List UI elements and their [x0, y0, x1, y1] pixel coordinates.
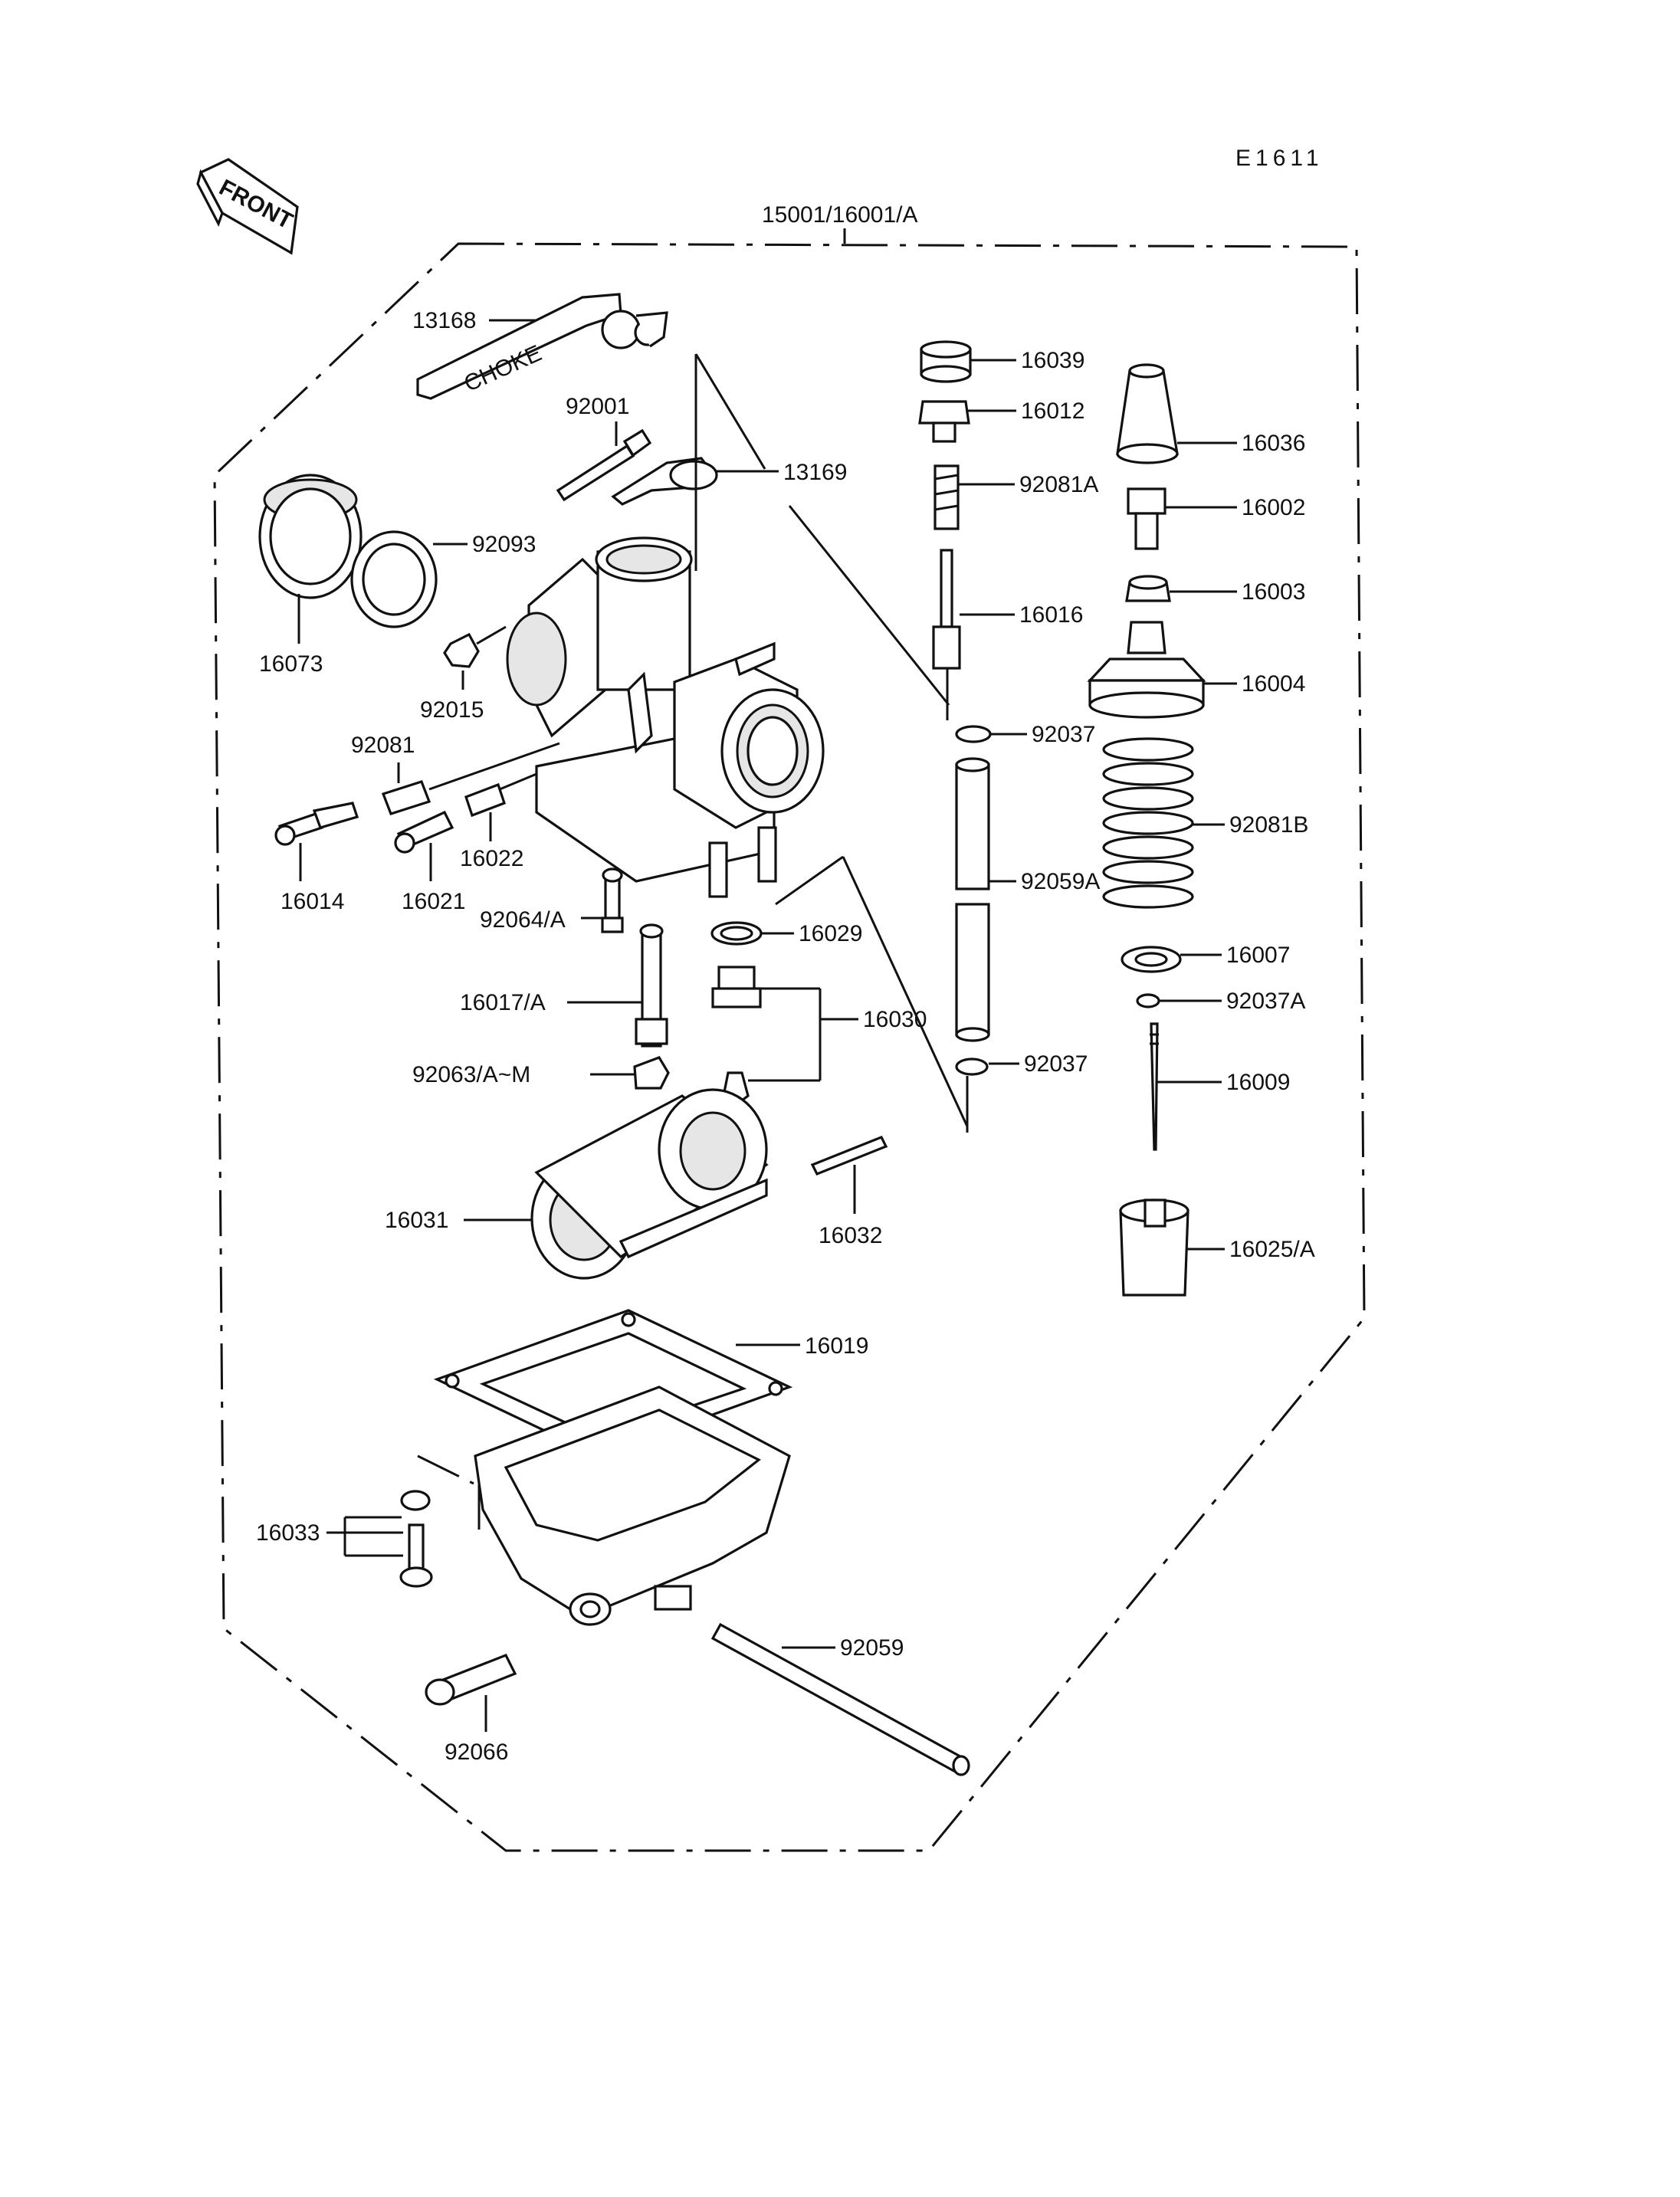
part-16002: 16002 [1242, 495, 1305, 520]
part-16032: 16032 [819, 1223, 882, 1248]
nut-16003 [1125, 575, 1171, 602]
needle-jet-16017A [635, 923, 668, 1048]
part-16003: 16003 [1242, 579, 1305, 605]
jet-needle-16009 [1150, 1022, 1159, 1151]
clip-92037-top [955, 725, 992, 743]
carburetor-body [506, 536, 825, 898]
screw-16014 [274, 802, 359, 846]
screws-16033 [399, 1490, 433, 1588]
part-16014: 16014 [281, 889, 344, 914]
clip-92037A [1136, 993, 1160, 1008]
spring-16022 [464, 782, 507, 818]
float-valve-16030 [711, 966, 762, 1107]
part-16022: 16022 [460, 846, 523, 871]
part-16025A: 16025/A [1229, 1237, 1315, 1262]
part-16009: 16009 [1226, 1070, 1290, 1095]
part-92064A: 92064/A [480, 907, 566, 933]
spring-92081B [1102, 737, 1194, 909]
part-92001: 92001 [566, 394, 629, 419]
float-pin-16032 [810, 1135, 888, 1176]
assembly-label: 15001/16001/A [762, 202, 918, 228]
part-92015: 92015 [420, 697, 484, 723]
part-92093: 92093 [472, 532, 536, 557]
clip-92037-bottom [955, 1058, 989, 1076]
diagram-code: E1611 [1235, 146, 1324, 171]
part-92037-top: 92037 [1032, 722, 1095, 747]
front-arrow-icon: FRONT [196, 158, 299, 255]
part-16031: 16031 [385, 1208, 448, 1233]
float-16031 [530, 1088, 769, 1280]
float-bowl [474, 1385, 791, 1626]
pilot-jet-92064A [601, 867, 624, 933]
drain-screw-92066 [425, 1653, 517, 1706]
part-16029: 16029 [799, 921, 862, 946]
gasket-16019 [433, 1309, 793, 1458]
nut-92015 [443, 632, 480, 668]
part-92059A: 92059A [1021, 869, 1100, 894]
cap-boot-16036 [1116, 363, 1179, 464]
cable-adjuster-16016 [932, 549, 961, 670]
part-92081A: 92081A [1019, 472, 1098, 497]
tube-92059A [955, 757, 990, 1042]
part-16030: 16030 [863, 1007, 927, 1032]
spring-92081 [381, 780, 431, 815]
screw-92001 [556, 428, 652, 502]
part-16004: 16004 [1242, 671, 1305, 697]
throttle-stop-lever-13169 [611, 457, 718, 506]
hose-92059 [710, 1622, 970, 1776]
part-92037-bottom: 92037 [1024, 1051, 1088, 1077]
bolt-16002 [1127, 487, 1166, 550]
part-16036: 16036 [1242, 431, 1305, 456]
part-16016: 16016 [1019, 602, 1083, 628]
assembly-boundary [213, 242, 1366, 1852]
choke-lever: CHOKE [416, 293, 668, 400]
part-13168: 13168 [412, 308, 476, 333]
part-92066: 92066 [445, 1740, 508, 1765]
part-92081: 92081 [351, 733, 415, 758]
part-16073: 16073 [259, 651, 323, 677]
throttle-valve-16025A [1119, 1199, 1189, 1297]
main-jet-92063AM [633, 1056, 670, 1090]
part-92081B: 92081B [1229, 812, 1308, 838]
spring-92081A [934, 464, 960, 530]
screw-16021 [394, 810, 454, 854]
part-16019: 16019 [805, 1333, 868, 1359]
part-92037A: 92037A [1226, 989, 1305, 1014]
clamp-92093 [350, 530, 438, 628]
top-cap-16004 [1087, 621, 1206, 719]
part-92063AM: 92063/A~M [412, 1062, 530, 1087]
part-16012: 16012 [1021, 398, 1084, 424]
needle-clip-16007 [1121, 946, 1182, 973]
part-92059: 92059 [840, 1635, 904, 1661]
part-16021: 16021 [402, 889, 465, 914]
part-16039: 16039 [1021, 348, 1084, 373]
cap-16039 [920, 340, 972, 383]
part-16017A: 16017/A [460, 990, 546, 1015]
part-13169: 13169 [783, 460, 847, 485]
boot-16073 [258, 474, 363, 599]
part-16007: 16007 [1226, 943, 1290, 968]
adjuster-16012 [918, 400, 970, 443]
o-ring-16029 [710, 921, 763, 946]
part-16033: 16033 [256, 1520, 320, 1546]
